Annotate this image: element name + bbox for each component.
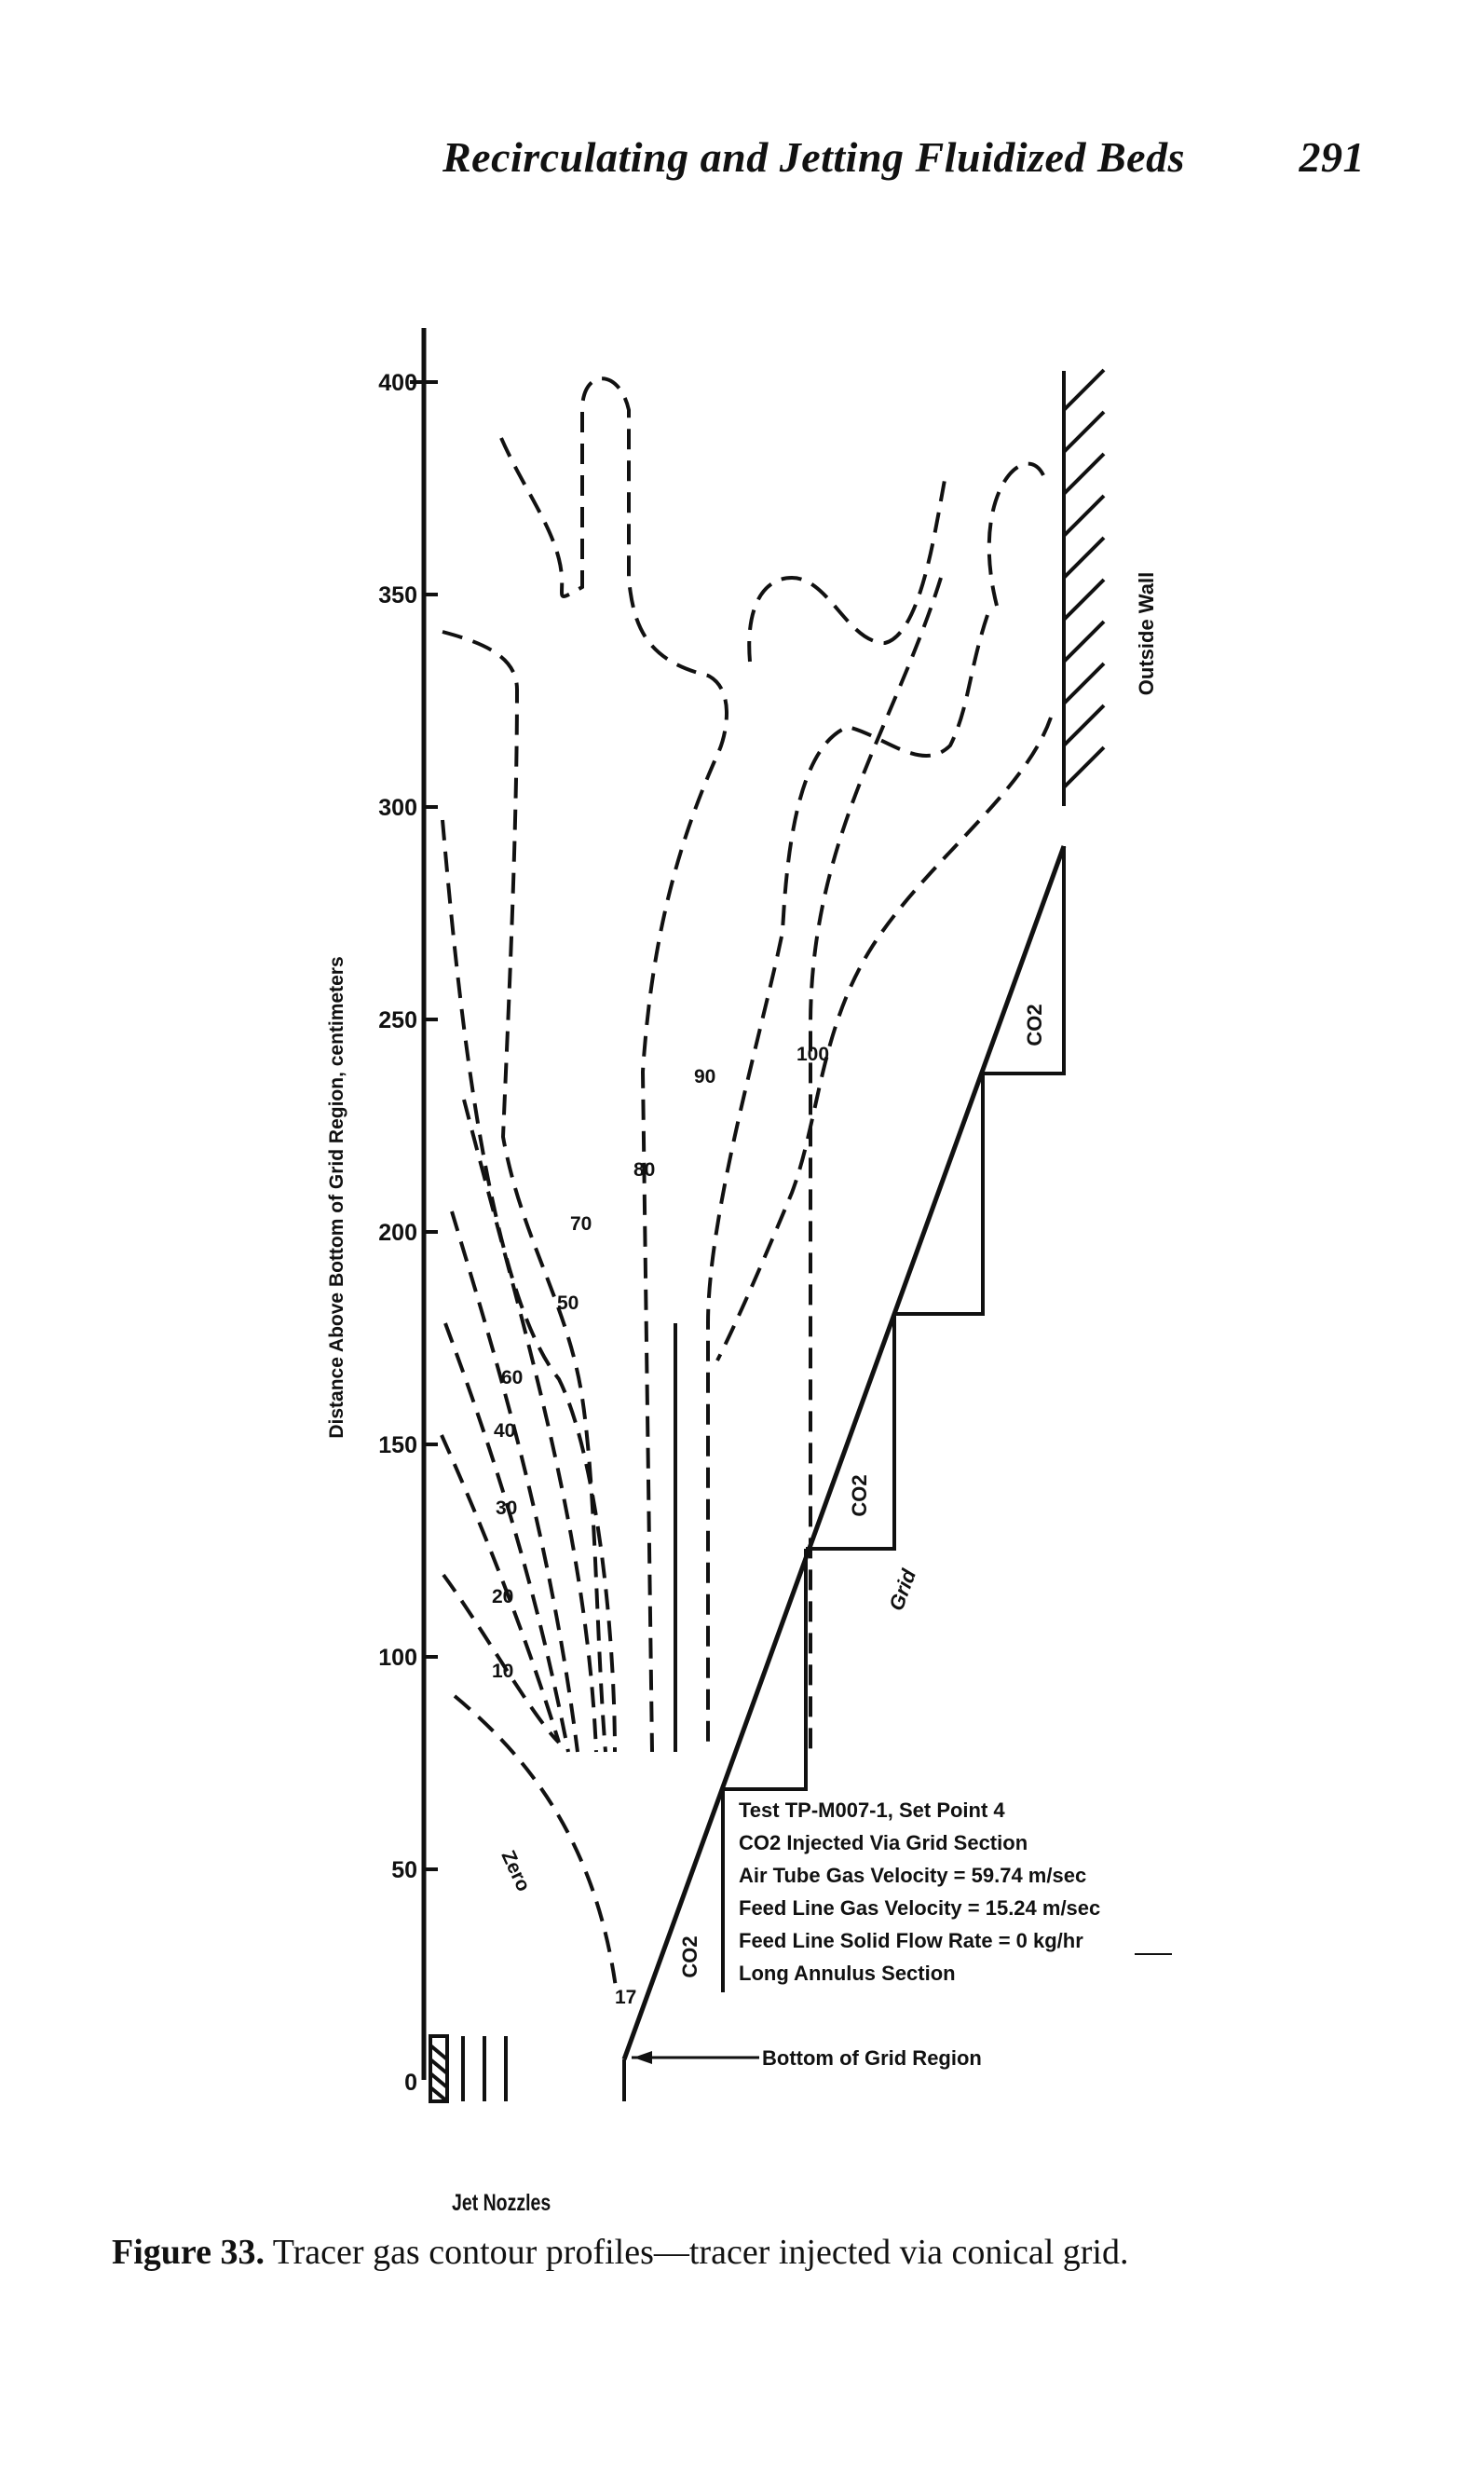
y-tick-250: 250 (378, 1007, 417, 1033)
contour-50 (441, 819, 617, 1753)
test-info-line-3: Air Tube Gas Velocity = 59.74 m/sec (739, 1864, 1086, 1887)
page-number: 291 (1299, 133, 1365, 181)
y-tick-100: 100 (378, 1645, 417, 1671)
co2-label-bottom: CO2 (678, 1935, 701, 1977)
grid-label: Grid (884, 1566, 920, 1614)
contour-60 (462, 1099, 598, 1753)
figure-caption-label: Figure 33. (112, 2233, 265, 2272)
test-info-line-5: Feed Line Solid Flow Rate = 0 kg/hr (739, 1929, 1083, 1952)
running-head-title: Recirculating and Jetting Fluidized Beds (442, 133, 1185, 181)
test-info-line-4: Feed Line Gas Velocity = 15.24 m/sec (739, 1896, 1100, 1920)
bottom-of-grid-label: Bottom of Grid Region (762, 2046, 982, 2070)
jet-nozzles (429, 2034, 508, 2103)
jet-nozzles-label: Jet Nozzles (452, 2190, 551, 2216)
contour-label-100: 100 (796, 1044, 829, 1065)
figure-caption: Figure 33. Tracer gas contour profiles—t… (112, 2232, 1128, 2273)
y-tick-0: 0 (404, 2070, 417, 2096)
y-tick-300: 300 (378, 795, 417, 821)
y-tick-350: 350 (378, 582, 417, 609)
y-ticks (410, 380, 438, 1871)
y-tick-400: 400 (378, 370, 417, 396)
co2-steps (721, 846, 1066, 1992)
contour-label-60: 60 (501, 1367, 523, 1388)
contour-label-90: 90 (694, 1066, 715, 1087)
contour-label-zero: Zero (497, 1847, 534, 1894)
contour-outer (715, 717, 1053, 1361)
contour-label-10: 10 (492, 1661, 513, 1682)
test-info-block: Test TP-M007-1, Set Point 4 CO2 Injected… (739, 1798, 1100, 1985)
contour-label-17: 17 (615, 1987, 636, 2008)
contour-100 (706, 461, 1045, 1752)
y-tick-200: 200 (378, 1220, 417, 1246)
contour-80 (499, 376, 728, 1753)
contour-10 (442, 1573, 561, 1744)
contour-label-50: 50 (557, 1292, 579, 1314)
contour-40 (450, 1210, 579, 1753)
y-axis-label: Distance Above Bottom of Grid Region, ce… (326, 956, 347, 1438)
co2-label-top: CO2 (1023, 1004, 1046, 1046)
contour-90 (747, 474, 947, 1752)
y-tick-50: 50 (391, 1857, 417, 1883)
contour-label-40: 40 (494, 1420, 515, 1442)
contour-70 (442, 630, 607, 1753)
outside-wall (1062, 368, 1106, 806)
test-info-line-2: CO2 Injected Via Grid Section (739, 1831, 1028, 1854)
contour-lines (440, 376, 1053, 1995)
contour-label-80: 80 (633, 1159, 655, 1181)
contour-zero (453, 1694, 619, 1995)
co2-label-middle: CO2 (848, 1474, 871, 1516)
y-tick-150: 150 (378, 1432, 417, 1458)
conical-grid-line (621, 845, 1067, 2060)
contour-label-20: 20 (492, 1586, 513, 1607)
test-info-line-1: Test TP-M007-1, Set Point 4 (739, 1798, 1005, 1822)
figure-caption-text: Tracer gas contour profiles—tracer injec… (272, 2233, 1129, 2272)
contour-label-30: 30 (496, 1498, 517, 1519)
test-info-line-6: Long Annulus Section (739, 1962, 956, 1985)
outside-wall-label: Outside Wall (1135, 572, 1158, 695)
contour-20 (440, 1434, 561, 1744)
contour-label-70: 70 (570, 1213, 592, 1235)
